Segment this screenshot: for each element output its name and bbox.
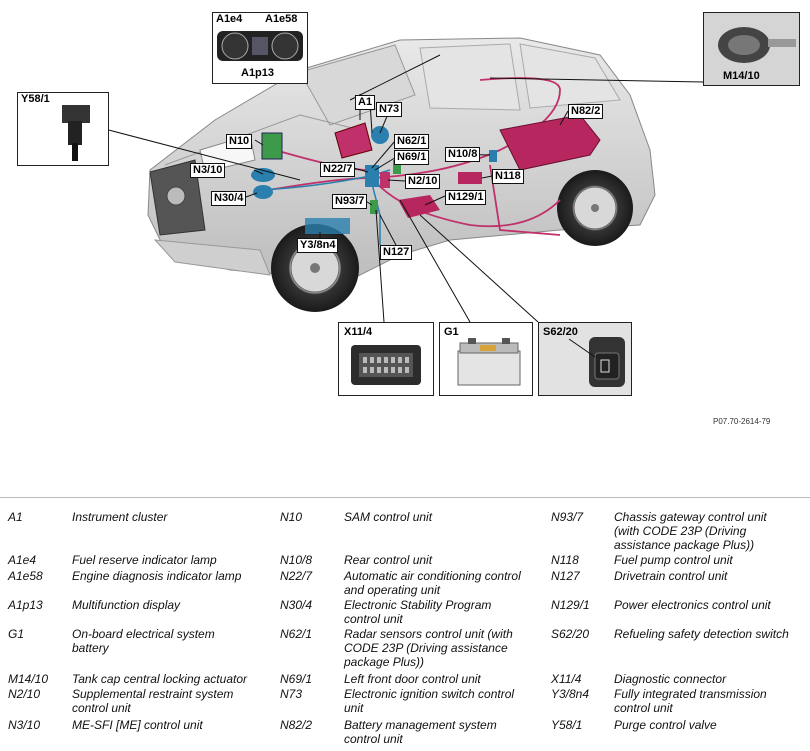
legend-code: N127 <box>551 569 580 583</box>
legend-desc: Power electronics control unit <box>614 598 771 612</box>
legend-desc: Fully integrated transmission control un… <box>614 687 767 715</box>
legend-desc: Supplemental restraint system control un… <box>72 687 234 715</box>
callout-n69-1: N69/1 <box>394 150 430 165</box>
legend-code: N129/1 <box>551 598 590 612</box>
callout-a1e58: A1e58 <box>265 13 298 25</box>
callout-n73: N73 <box>376 102 403 117</box>
purge-valve-inset <box>17 92 109 166</box>
legend-code: N22/7 <box>280 569 313 583</box>
tank-cap-graphic <box>718 27 796 63</box>
rear-wheel <box>557 170 633 246</box>
tank-cap-inset <box>703 12 800 86</box>
callout-y58-1: Y58/1 <box>21 93 50 105</box>
legend-code: A1e4 <box>8 553 37 567</box>
callout-n22-7: N22/7 <box>320 162 356 177</box>
legend-code: A1 <box>8 510 23 524</box>
callout-g1: G1 <box>444 326 459 338</box>
legend-desc: Battery management system control unit <box>344 718 497 746</box>
legend-code: N3/10 <box>8 718 41 732</box>
callout-n82-2: N82/2 <box>568 104 604 119</box>
callout-n127: N127 <box>380 245 413 260</box>
callout-n93-7: N93/7 <box>332 194 368 209</box>
callout-m14-10: M14/10 <box>723 70 760 82</box>
legend-desc: Purge control valve <box>614 718 717 732</box>
switch-graphic <box>568 337 625 387</box>
component-location-diagram: A1e4 A1e58 A1p13 M14/10 Y58/1 A1 N73 N82… <box>17 12 800 426</box>
legend-desc: Left front door control unit <box>344 672 481 686</box>
battery-inset <box>439 322 533 396</box>
legend-desc: Engine diagnosis indicator lamp <box>72 569 242 583</box>
diagnostic-connector-graphic <box>351 345 421 385</box>
legend-desc: Tank cap central locking actuator <box>72 672 247 686</box>
legend-code: N93/7 <box>551 510 584 524</box>
legend-code: Y58/1 <box>551 718 583 732</box>
legend-desc: Rear control unit <box>344 553 433 567</box>
legend-code: N30/4 <box>280 598 313 612</box>
callout-x11-4: X11/4 <box>344 326 373 338</box>
instrument-cluster-graphic <box>217 31 303 61</box>
battery-graphic <box>457 338 521 386</box>
legend-code: N69/1 <box>280 672 313 686</box>
legend-code: G1 <box>8 627 25 641</box>
legend-desc: Multifunction display <box>72 598 181 612</box>
legend-code: N10 <box>280 510 303 524</box>
legend-code: M14/10 <box>8 672 49 686</box>
leader-lines <box>77 54 704 323</box>
callout-n62-1: N62/1 <box>394 134 430 149</box>
instrument-cluster-inset <box>212 12 308 84</box>
figure-reference: P07.70-2614-79 <box>713 417 771 426</box>
control-units <box>251 114 601 234</box>
legend-code: N10/8 <box>280 553 313 567</box>
legend-desc: Electronic ignition switch control unit <box>344 687 515 715</box>
callout-s62-20: S62/20 <box>543 326 578 338</box>
legend-code: N73 <box>280 687 303 701</box>
legend-desc: On-board electrical system battery <box>72 627 215 655</box>
legend-desc: SAM control unit <box>344 510 433 524</box>
callout-n30-4: N30/4 <box>211 191 247 206</box>
legend-divider <box>0 497 810 498</box>
callout-n2-10: N2/10 <box>405 174 441 189</box>
callout-n3-10: N3/10 <box>190 163 226 178</box>
legend-code: X11/4 <box>551 672 582 686</box>
legend-desc: Fuel pump control unit <box>614 553 733 567</box>
callout-n10-8: N10/8 <box>445 147 481 162</box>
legend-code: N82/2 <box>280 718 313 732</box>
legend-desc: Refueling safety detection switch <box>614 627 789 641</box>
legend-code: A1p13 <box>8 598 43 612</box>
callout-a1e4: A1e4 <box>216 13 243 25</box>
legend-desc: Radar sensors control unit (with CODE 23… <box>344 627 513 669</box>
legend-desc: Automatic air conditioning control and o… <box>344 569 521 597</box>
legend-desc: Chassis gateway control unit (with CODE … <box>614 510 767 552</box>
legend-code: A1e58 <box>8 569 43 583</box>
legend-desc: ME-SFI [ME] control unit <box>72 718 203 732</box>
legend-desc: Diagnostic connector <box>614 672 727 686</box>
callout-n10: N10 <box>226 134 253 149</box>
callout-y3-8n4: Y3/8n4 <box>297 238 339 253</box>
legend-code: N62/1 <box>280 627 313 641</box>
legend-code: N2/10 <box>8 687 41 701</box>
diagnostic-connector-inset <box>338 322 434 396</box>
purge-valve-graphic <box>62 105 90 161</box>
callout-n129-1: N129/1 <box>445 190 487 205</box>
legend-desc: Electronic Stability Program control uni… <box>344 598 492 626</box>
legend-code: Y3/8n4 <box>551 687 590 701</box>
legend-code: S62/20 <box>551 627 590 641</box>
switch-inset <box>538 322 632 396</box>
legend-desc: Fuel reserve indicator lamp <box>72 553 217 567</box>
legend-code: N118 <box>551 553 579 567</box>
callout-a1: A1 <box>355 95 376 110</box>
callout-n118: N118 <box>492 169 524 184</box>
legend-desc: Instrument cluster <box>72 510 168 524</box>
callout-a1p13: A1p13 <box>241 67 275 79</box>
legend-desc: Drivetrain control unit <box>614 569 728 583</box>
